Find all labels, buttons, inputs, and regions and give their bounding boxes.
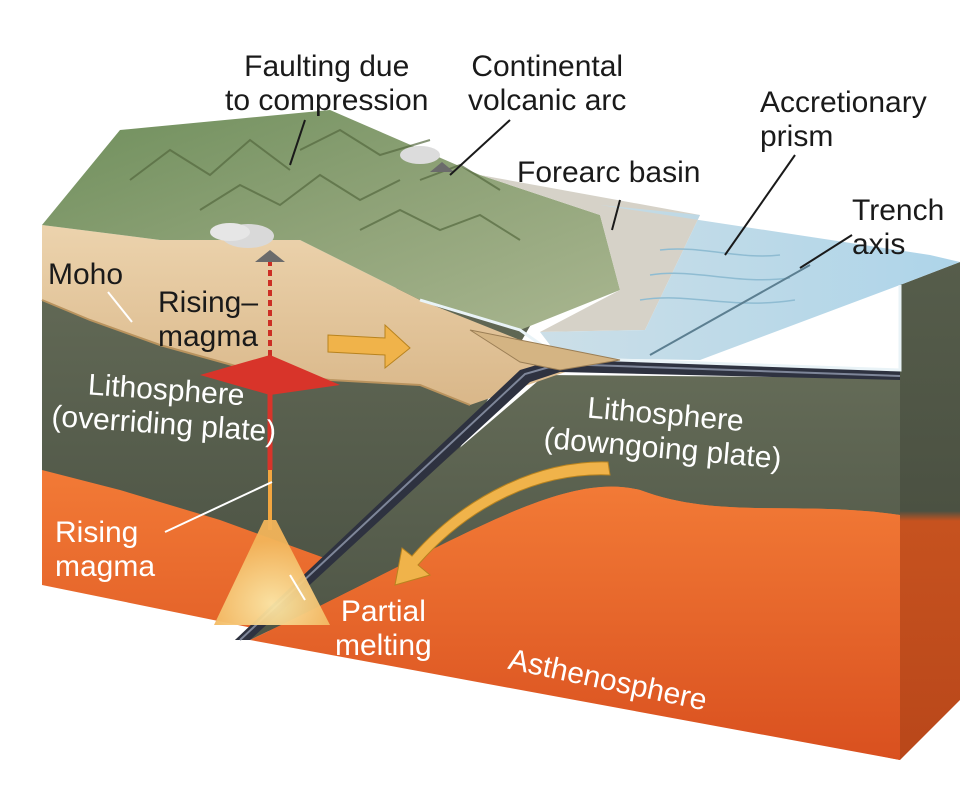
label-accretionary-prism: Accretionary prism	[760, 88, 927, 152]
label-forearc-basin: Forearc basin	[517, 156, 701, 189]
asthenosphere-lower	[250, 486, 900, 760]
label-prism-line1: Accretionary	[760, 86, 927, 119]
leader-lines-light	[107, 291, 306, 601]
label-continental-arc: Continental volcanic arc	[468, 52, 626, 116]
terrain-ridges	[129, 128, 521, 241]
label-trench-line1: Trench	[852, 194, 945, 227]
ocean-surface	[540, 205, 960, 360]
label-arc-line2: volcanic arc	[468, 84, 627, 117]
label-faulting-line1: Faulting due	[244, 50, 410, 83]
slab-highlight	[239, 362, 901, 641]
magma-conduit	[200, 260, 340, 625]
label-rising-magma-lower: Rising magma	[55, 518, 155, 582]
lithosphere-downgoing-layer	[235, 375, 900, 640]
label-faulting-line2: to compression	[225, 84, 429, 117]
trench-axis-line	[649, 264, 811, 356]
leader-lines	[289, 119, 853, 269]
prism-ripples	[639, 248, 796, 304]
label-trench-line2: axis	[852, 228, 906, 261]
label-melting-line2: melting	[335, 629, 432, 662]
label-arc-line1: Continental	[471, 50, 624, 83]
label-prism-line2: prism	[760, 120, 834, 153]
subduction-arrow	[394, 461, 611, 586]
label-trench-axis: Trench axis	[852, 196, 944, 260]
label-rm-upper-line1: Rising–	[158, 286, 259, 319]
volcano-main	[210, 223, 285, 262]
partial-melting-zone	[214, 520, 330, 625]
label-faulting: Faulting due to compression	[225, 52, 428, 116]
forearc-basin-surface	[480, 175, 700, 332]
label-rm-upper-line2: magma	[158, 320, 259, 353]
block-side-face	[900, 262, 960, 760]
terrain-surface	[42, 110, 620, 330]
label-rm-lower-line2: magma	[55, 550, 156, 583]
label-partial-melting: Partial melting	[335, 597, 432, 661]
label-moho: Moho	[48, 258, 124, 291]
accretionary-wedge	[469, 329, 621, 371]
label-rm-lower-line1: Rising	[55, 516, 139, 549]
label-melting-line1: Partial	[340, 595, 426, 628]
plate-motion-arrow	[327, 323, 411, 370]
label-rising-magma-upper: Rising– magma	[158, 288, 258, 352]
volcano-arc	[400, 146, 454, 172]
continental-crust-layer	[42, 225, 600, 405]
